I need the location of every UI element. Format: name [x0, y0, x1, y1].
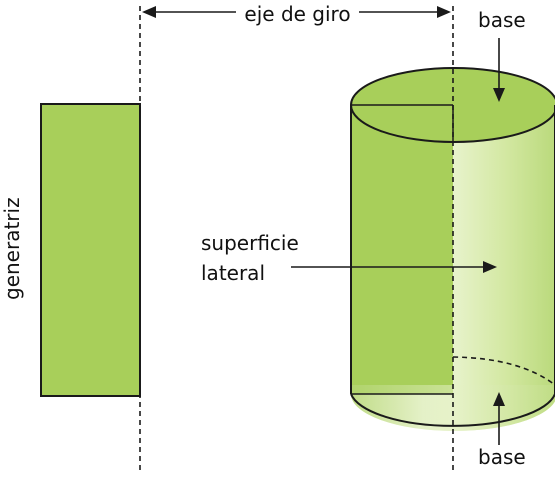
cylinder-rotated-rectangle	[351, 105, 453, 394]
axis-arrowhead-right	[437, 6, 451, 18]
base-top-label: base	[478, 8, 526, 32]
bottom-base-hidden-arc	[452, 356, 555, 386]
axis-arrowhead-left	[142, 6, 156, 18]
bottom-base-front-arc	[350, 393, 555, 427]
base-bottom-arrowhead	[493, 392, 505, 406]
base-bottom-label: base	[478, 445, 526, 469]
lateral-arrowhead	[483, 261, 497, 273]
cylinder-bottom-front	[351, 385, 555, 431]
lateral-surface-label-line2: lateral	[201, 261, 265, 285]
axis-label: eje de giro	[236, 4, 359, 24]
axis-label-wrapper: eje de giro	[0, 4, 555, 24]
base-top-arrowhead	[493, 88, 505, 102]
lateral-surface-label-line1: superficie	[201, 231, 299, 255]
generatrix-label: generatriz	[0, 197, 24, 300]
generatrix-rectangle	[40, 103, 141, 397]
